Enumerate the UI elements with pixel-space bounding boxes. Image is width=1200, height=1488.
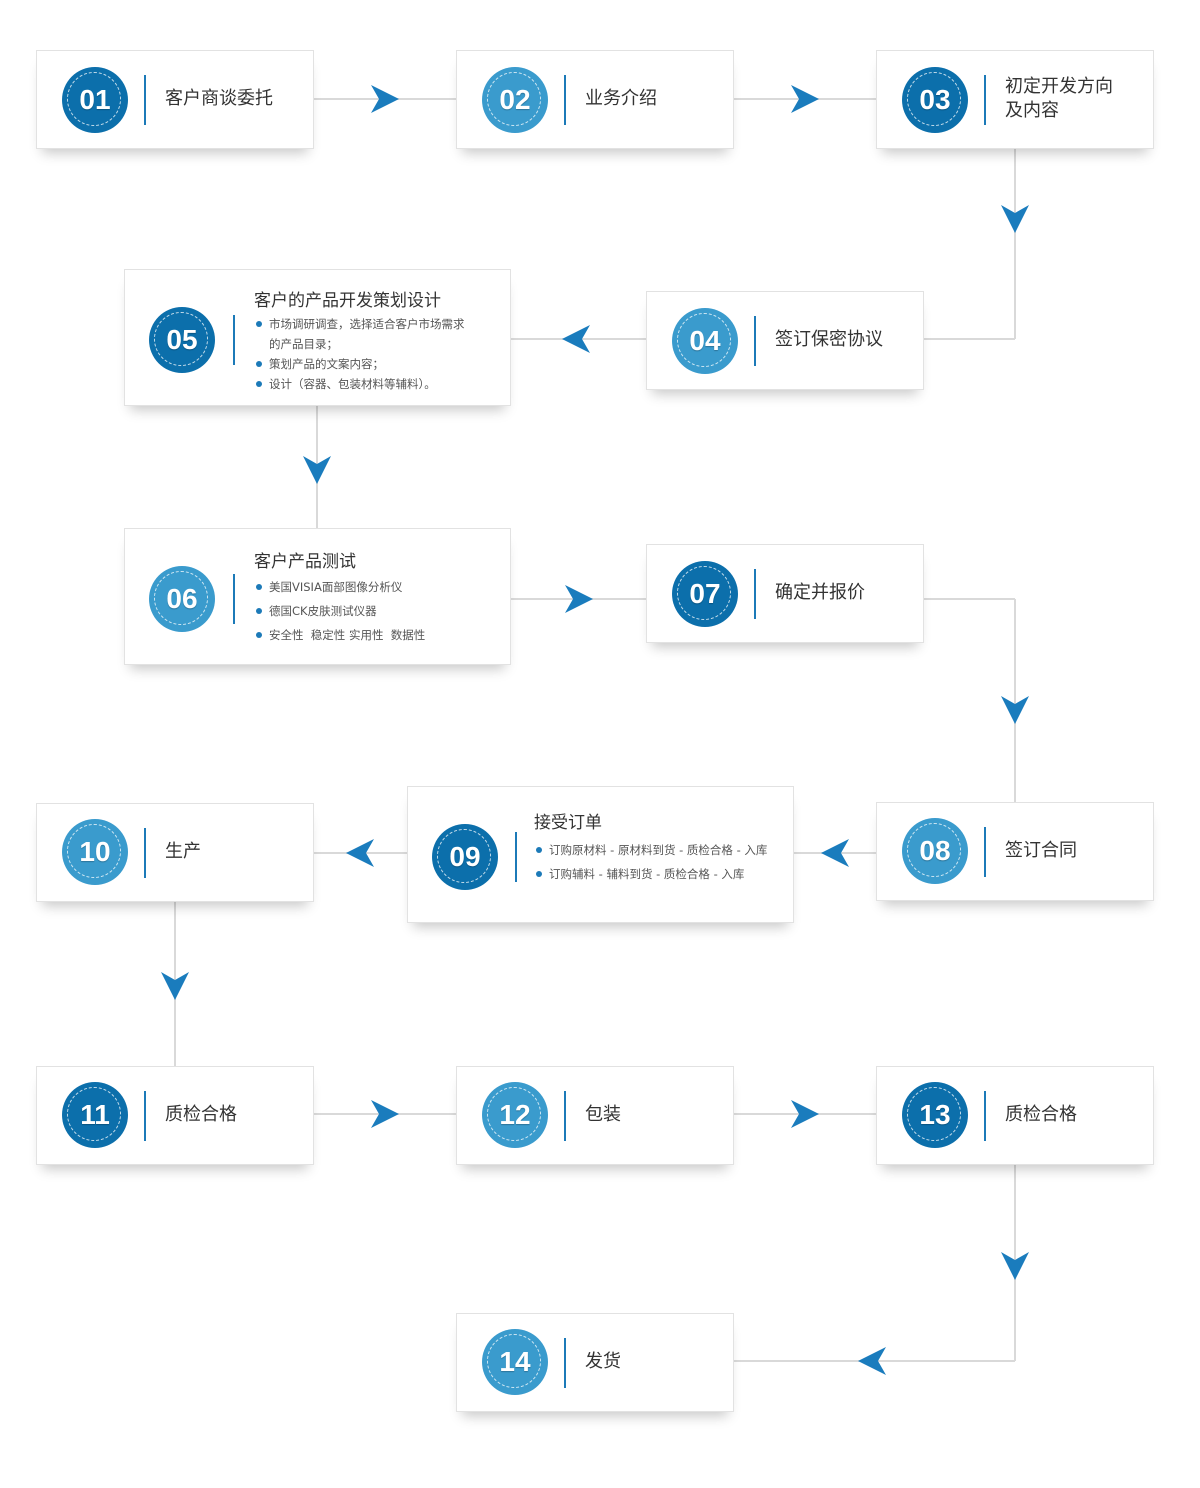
step-06-title: 客户产品测试 <box>254 552 356 572</box>
step-12-divider <box>564 1091 566 1141</box>
step-09-bullets: 订购原材料 - 原材料到货 - 质检合格 - 入库 订购辅料 - 辅料到货 - … <box>536 838 767 886</box>
step-13-label: 质检合格 <box>1005 1104 1077 1125</box>
step-07-number: 07 <box>672 561 738 627</box>
step-06-number: 06 <box>149 566 215 632</box>
step-04-box: 04 签订保密协议 <box>646 291 924 390</box>
step-06-divider <box>233 574 235 624</box>
step-05-number: 05 <box>149 307 215 373</box>
step-02-divider <box>564 75 566 125</box>
step-05-box: 05 客户的产品开发策划设计 市场调研调查，选择适合客户市场需求 的产品目录； … <box>124 269 511 406</box>
arrow-down-icon <box>1001 1252 1029 1280</box>
step-12-label: 包装 <box>585 1104 621 1125</box>
step-05-bullet: 策划产品的文案内容； <box>256 354 465 374</box>
step-07-box: 07 确定并报价 <box>646 544 924 643</box>
arrow-down-icon <box>303 456 331 484</box>
step-12-number: 12 <box>482 1082 548 1148</box>
step-09-number: 09 <box>432 824 498 890</box>
step-09-bullet: 订购原材料 - 原材料到货 - 质检合格 - 入库 <box>536 838 767 862</box>
step-04-divider <box>754 316 756 366</box>
step-08-box: 08 签订合同 <box>876 802 1154 901</box>
arrow-right-icon <box>371 1100 399 1128</box>
arrow-down-icon <box>1001 205 1029 233</box>
step-11-box: 11 质检合格 <box>36 1066 314 1165</box>
step-03-divider <box>984 75 986 125</box>
step-09-divider <box>515 832 517 882</box>
arrow-right-icon <box>791 85 819 113</box>
step-02-box: 02 业务介绍 <box>456 50 734 149</box>
step-01-divider <box>144 75 146 125</box>
step-03-label-line-2: 及内容 <box>1005 100 1059 121</box>
step-11-label: 质检合格 <box>165 1104 237 1125</box>
arrow-down-icon <box>161 972 189 1000</box>
step-05-divider <box>233 315 235 365</box>
step-09-box: 09 接受订单 订购原材料 - 原材料到货 - 质检合格 - 入库 订购辅料 -… <box>407 786 794 923</box>
step-10-number: 10 <box>62 819 128 885</box>
arrow-left-icon <box>858 1347 886 1375</box>
arrow-left-icon <box>821 839 849 867</box>
step-14-number: 14 <box>482 1329 548 1395</box>
step-14-divider <box>564 1338 566 1388</box>
step-06-bullet: 德国CK皮肤测试仪器 <box>256 599 425 623</box>
step-06-bullet: 安全性 稳定性 实用性 数据性 <box>256 623 425 647</box>
step-03-number: 03 <box>902 67 968 133</box>
step-01-number: 01 <box>62 67 128 133</box>
arrow-right-icon <box>791 1100 819 1128</box>
step-03-box: 03 初定开发方向 及内容 <box>876 50 1154 149</box>
step-03-label-line-1: 初定开发方向 <box>1005 76 1113 97</box>
step-10-box: 10 生产 <box>36 803 314 902</box>
step-06-bullet: 美国VISIA面部图像分析仪 <box>256 575 425 599</box>
step-13-divider <box>984 1091 986 1141</box>
step-01-box: 01 客户商谈委托 <box>36 50 314 149</box>
step-14-box: 14 发货 <box>456 1313 734 1412</box>
step-09-title: 接受订单 <box>534 813 602 833</box>
step-13-number: 13 <box>902 1082 968 1148</box>
step-05-bullet-continued: 的产品目录； <box>269 337 338 351</box>
step-10-label: 生产 <box>165 841 201 862</box>
step-02-label: 业务介绍 <box>585 88 657 109</box>
step-08-number: 08 <box>902 818 968 884</box>
arrow-left-icon <box>562 325 590 353</box>
step-10-divider <box>144 828 146 878</box>
step-08-label: 签订合同 <box>1005 840 1077 861</box>
step-05-bullets: 市场调研调查，选择适合客户市场需求 的产品目录； 策划产品的文案内容； 设计（容… <box>256 314 465 394</box>
arrow-right-icon <box>565 585 593 613</box>
arrow-left-icon <box>346 839 374 867</box>
arrow-right-icon <box>371 85 399 113</box>
step-11-number: 11 <box>62 1082 128 1148</box>
step-05-title: 客户的产品开发策划设计 <box>254 291 441 311</box>
step-08-divider <box>984 827 986 877</box>
step-06-box: 06 客户产品测试 美国VISIA面部图像分析仪 德国CK皮肤测试仪器 安全性 … <box>124 528 511 665</box>
step-05-bullet: 设计（容器、包装材料等辅料）。 <box>256 374 465 394</box>
step-01-label: 客户商谈委托 <box>165 88 273 109</box>
arrow-down-icon <box>1001 696 1029 724</box>
step-12-box: 12 包装 <box>456 1066 734 1165</box>
step-14-label: 发货 <box>585 1351 621 1372</box>
step-06-bullets: 美国VISIA面部图像分析仪 德国CK皮肤测试仪器 安全性 稳定性 实用性 数据… <box>256 575 425 647</box>
step-02-number: 02 <box>482 67 548 133</box>
step-11-divider <box>144 1091 146 1141</box>
step-04-number: 04 <box>672 308 738 374</box>
step-07-divider <box>754 569 756 619</box>
step-07-label: 确定并报价 <box>775 582 865 603</box>
step-04-label: 签订保密协议 <box>775 329 883 350</box>
step-13-box: 13 质检合格 <box>876 1066 1154 1165</box>
step-09-bullet: 订购辅料 - 辅料到货 - 质检合格 - 入库 <box>536 862 767 886</box>
step-05-bullet: 市场调研调查，选择适合客户市场需求 <box>256 314 465 334</box>
